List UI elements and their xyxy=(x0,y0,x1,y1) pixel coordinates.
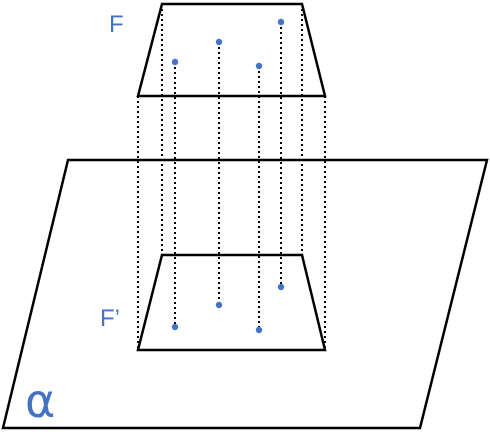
label-alpha: α xyxy=(25,374,56,428)
point-f-3 xyxy=(255,62,263,70)
point-fp-4 xyxy=(277,283,285,291)
plane-alpha xyxy=(1,158,489,430)
point-f-2 xyxy=(215,38,223,46)
point-f-1 xyxy=(171,58,179,66)
point-fp-2 xyxy=(215,301,223,309)
label-f-prime: F’ xyxy=(100,305,120,332)
label-f: F xyxy=(109,11,124,38)
projection-lines xyxy=(137,4,326,350)
point-f-4 xyxy=(277,18,285,26)
figure-f-prime xyxy=(136,253,327,352)
point-fp-3 xyxy=(255,326,263,334)
points-f-prime xyxy=(171,283,285,334)
point-fp-1 xyxy=(171,323,179,331)
points-f xyxy=(171,18,285,70)
figure-f xyxy=(136,2,327,98)
